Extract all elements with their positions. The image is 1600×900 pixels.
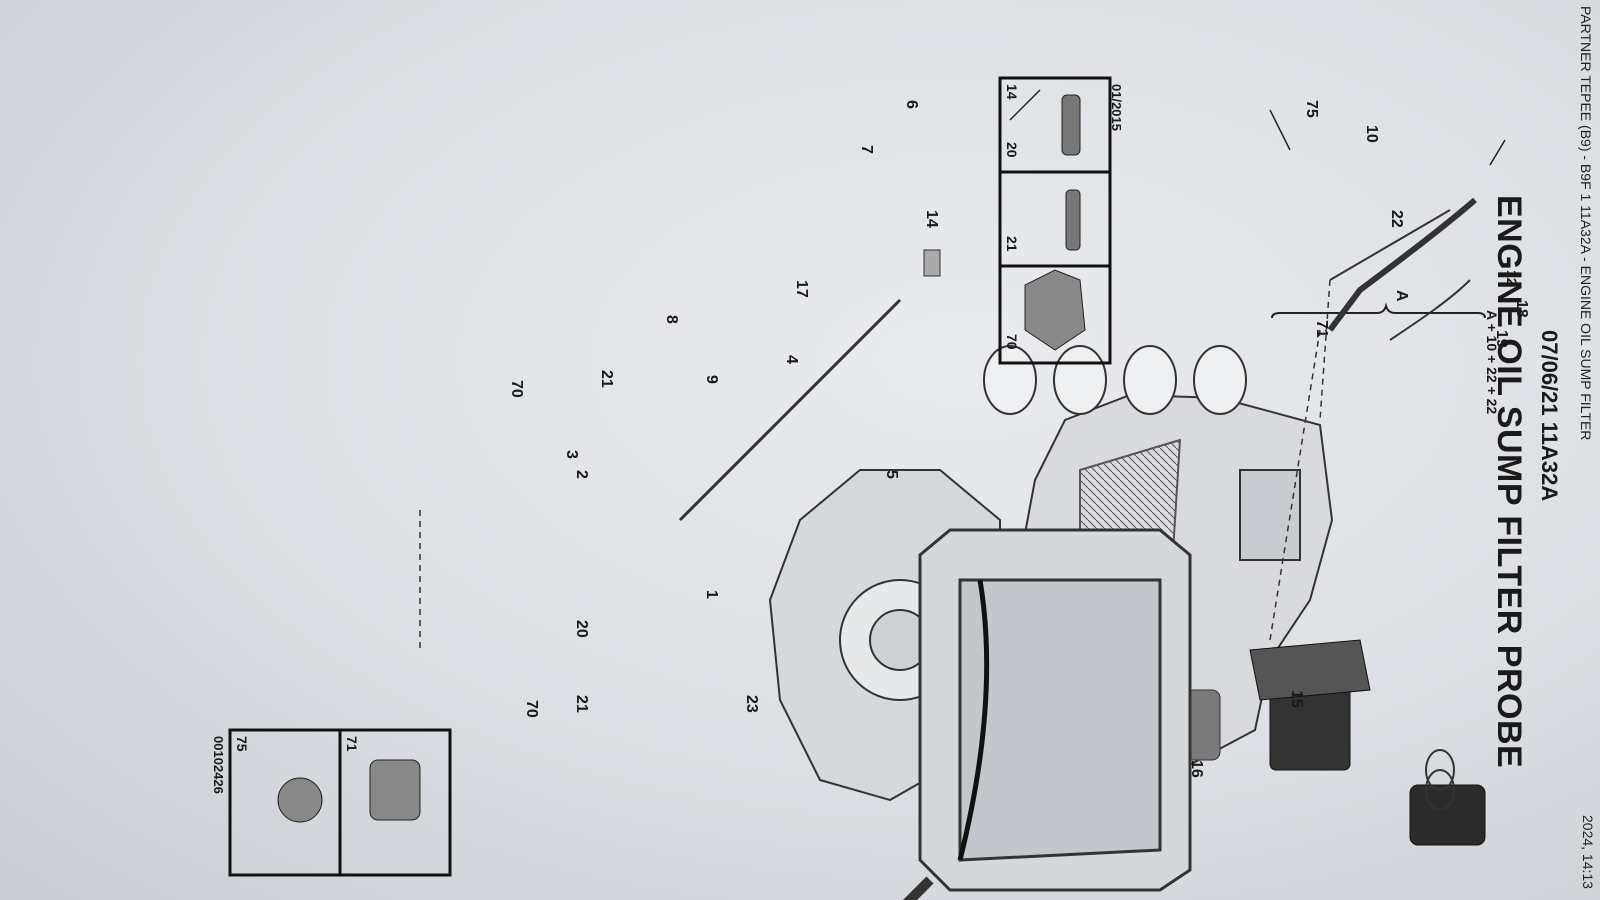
box-left-label-21: 21 xyxy=(1004,236,1020,252)
callout-8: 8 xyxy=(663,315,680,324)
callout-15: 15 xyxy=(1288,690,1305,708)
box-left-label-70: 70 xyxy=(1004,334,1020,350)
callout-2: 2 xyxy=(573,470,590,479)
callout-7: 7 xyxy=(858,145,875,154)
bolt-71 xyxy=(277,777,323,823)
callout-22: 22 xyxy=(1388,210,1405,228)
fastener-box-right xyxy=(228,728,452,877)
callout-70-top: 70 xyxy=(508,380,525,398)
bolt-14 xyxy=(1061,94,1081,156)
level-probe-wire xyxy=(678,298,902,522)
callout-75: 75 xyxy=(1303,100,1320,118)
callout-1: 1 xyxy=(703,590,720,599)
clip-75 xyxy=(369,759,421,821)
fastener-box-left xyxy=(998,76,1112,365)
callout-9: 9 xyxy=(703,375,720,384)
callout-6: 6 xyxy=(903,100,920,109)
callout-10: 10 xyxy=(1363,125,1380,143)
callout-14: 14 xyxy=(923,210,940,228)
box-right-code: 00102426 xyxy=(211,736,226,794)
callout-3: 3 xyxy=(563,450,580,459)
box-right-label-75: 75 xyxy=(234,736,250,752)
box-left-label-20: 20 xyxy=(1004,142,1020,158)
callout-21-bottom: 21 xyxy=(573,695,590,713)
dipstick-tube xyxy=(1327,197,1477,332)
box-right-label-71: 71 xyxy=(344,736,360,752)
nut-70 xyxy=(1024,269,1086,351)
brace-mark xyxy=(1271,302,1486,319)
filter-housing xyxy=(1249,639,1371,771)
brace-number: 12 xyxy=(1504,270,1520,286)
callout-23: 23 xyxy=(743,695,760,713)
box-left-code: 01/2015 xyxy=(1109,84,1124,131)
oil-sump xyxy=(918,528,1192,892)
callout-71: 71 xyxy=(1313,320,1330,338)
box-left-label-14: 14 xyxy=(1004,84,1020,100)
callout-70-bottom: 70 xyxy=(523,700,540,718)
callout-16: 16 xyxy=(1188,760,1205,778)
drain-plug xyxy=(876,876,934,900)
stud-20 xyxy=(1065,189,1081,251)
callout-4: 4 xyxy=(783,355,800,364)
callout-a: A xyxy=(1393,290,1410,302)
callout-21-top: 21 xyxy=(598,370,615,388)
callout-18: 18 xyxy=(1513,300,1530,318)
callout-17: 17 xyxy=(793,280,810,298)
callout-5: 5 xyxy=(883,470,900,479)
brace-formula: A + 10 + 22 + 22 xyxy=(1484,310,1500,415)
callout-20: 20 xyxy=(573,620,590,638)
oil-cooler xyxy=(1409,784,1486,846)
dipstick xyxy=(1329,209,1451,281)
